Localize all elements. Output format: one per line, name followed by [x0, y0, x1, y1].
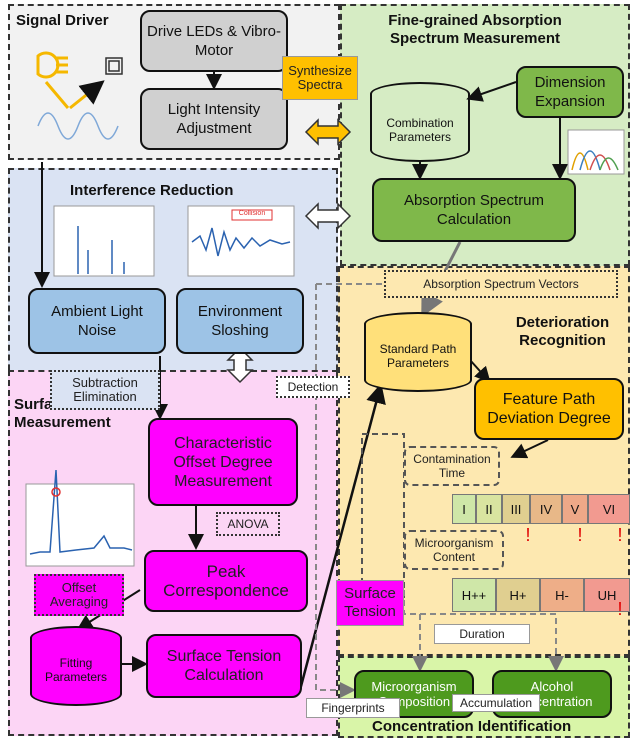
time-level-1: I [452, 494, 476, 524]
signal-driver-title: Signal Driver [16, 12, 109, 29]
warning-icon: ! [617, 525, 623, 545]
environment-sloshing-box: Environment Sloshing [176, 288, 304, 354]
combination-parameters-label: Combination Parameters [386, 116, 454, 144]
fine-grained-title: Fine-grained Absorption Spectrum Measure… [388, 12, 562, 47]
time-level-6: VI [588, 494, 630, 524]
fingerprints-tag: Fingerprints [306, 698, 400, 718]
time-level-2: II [476, 494, 502, 524]
contamination-time-tag: Contamination Time [404, 446, 500, 486]
interference-title: Interference Reduction [70, 182, 234, 199]
tension-level-1: H++ [452, 578, 496, 612]
time-level-4: IV [530, 494, 562, 524]
surface-tension-calc-box: Surface Tension Calculation [146, 634, 302, 698]
anova-tag: ANOVA [216, 512, 280, 536]
duration-tag: Duration [434, 624, 530, 644]
drive-leds-box: Drive LEDs & Vibro-Motor [140, 10, 288, 72]
feature-path-box: Feature Path Deviation Degree [474, 378, 624, 440]
subtraction-label: Subtraction [72, 375, 138, 390]
warning-icon: ! [525, 525, 531, 545]
absorption-calc-box: Absorption Spectrum Calculation [372, 178, 576, 242]
time-levels-bar: I II III IV V VI [452, 494, 630, 524]
synthesize-spectra-tag: Synthesize Spectra [282, 56, 358, 100]
standard-path-cylinder [364, 312, 472, 392]
warning-icon: ! [617, 599, 623, 619]
concentration-title: Concentration Identification [372, 718, 572, 735]
absorption-vectors-tag: Absorption Spectrum Vectors [384, 270, 618, 298]
tension-levels-bar: H++ H+ H- UH [452, 578, 630, 612]
light-intensity-box: Light Intensity Adjustment [140, 88, 288, 150]
subtraction-elimination-tag: Subtraction Elimination [50, 370, 160, 410]
tension-level-2: H+ [496, 578, 540, 612]
detection-tag: Detection [276, 376, 350, 398]
fitting-parameters-label: Fitting Parameters [44, 656, 108, 684]
surface-tension-tag: Surface Tension [336, 580, 404, 626]
time-level-5: V [562, 494, 588, 524]
characteristic-offset-box: Characteristic Offset Degree Measurement [148, 418, 298, 506]
combination-parameters-cylinder [370, 82, 470, 162]
peak-correspondence-box: Peak Correspondence [144, 550, 308, 612]
tension-level-3: H- [540, 578, 584, 612]
tension-level-4: UH [584, 578, 630, 612]
standard-path-label: Standard Path Parameters [379, 342, 457, 370]
ambient-noise-box: Ambient Light Noise [28, 288, 166, 354]
warning-icon: ! [577, 525, 583, 545]
accumulation-tag: Accumulation [452, 694, 540, 712]
collision-label: Collision [238, 210, 266, 217]
time-level-3: III [502, 494, 530, 524]
fitting-parameters-cylinder [30, 626, 122, 706]
elimination-label: Elimination [73, 389, 137, 404]
dimension-expansion-box: Dimension Expansion [516, 66, 624, 118]
offset-averaging-tag: Offset Averaging [34, 574, 124, 616]
microorganism-content-tag: Microorganism Content [404, 530, 504, 570]
deterioration-title: Deterioration Recognition [515, 314, 610, 349]
